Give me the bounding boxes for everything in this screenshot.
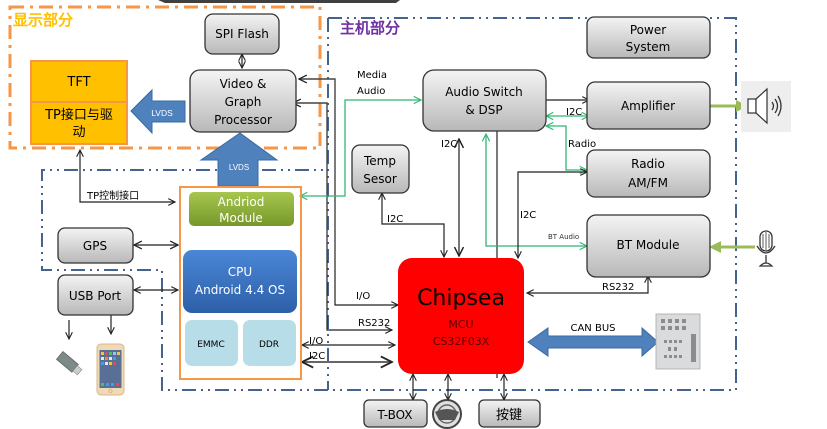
display-section-border bbox=[8, 5, 322, 150]
tft-block: TFT TP接口与驱 动 bbox=[30, 60, 128, 145]
keys-block: 按键 bbox=[478, 399, 541, 428]
cpu-label-2: Android 4.4 OS bbox=[195, 283, 285, 297]
tp-control-label: TP控制接口 bbox=[86, 189, 139, 202]
can-bus-arrow: CAN BUS bbox=[527, 323, 659, 358]
video-processor-block: Video & Graph Processor bbox=[189, 69, 297, 133]
ddr-block: DDR bbox=[243, 320, 296, 366]
spi-flash-block: SPI Flash bbox=[204, 13, 280, 55]
tbox-label: T-BOX bbox=[376, 408, 412, 422]
cpu-block: CPU Android 4.4 OS bbox=[183, 250, 297, 313]
temp-label-2: Sesor bbox=[363, 172, 397, 186]
i2c-temp-label: I2C bbox=[387, 214, 403, 225]
android-module-block: Andriod Module bbox=[189, 192, 294, 226]
i2c-amp-label: I2C bbox=[566, 107, 582, 118]
tft-label: TFT bbox=[66, 75, 90, 90]
radio-label-2: AM/FM bbox=[628, 176, 668, 190]
radio-line-label: Radio bbox=[568, 139, 596, 150]
lvds-up-arrow: LVDS bbox=[199, 132, 279, 187]
bt-audio-label: BT Audio bbox=[548, 233, 579, 241]
can-connector-icon bbox=[655, 313, 701, 370]
host-section-title: 主机部分 bbox=[340, 19, 400, 37]
radio-label-1: Radio bbox=[631, 157, 665, 171]
lvds-left-label: LVDS bbox=[151, 108, 173, 118]
bt-module-block: BT Module bbox=[586, 214, 711, 278]
line-labels: Media Audio TP控制接口 I2C Radio I2C I2C I2C… bbox=[86, 70, 634, 362]
can-bus-label: CAN BUS bbox=[570, 323, 615, 334]
tbox-block: T-BOX bbox=[363, 399, 428, 428]
speaker-icon bbox=[741, 81, 791, 132]
bt-module-label: BT Module bbox=[616, 238, 679, 252]
radio-block: Radio AM/FM bbox=[586, 149, 711, 198]
video-proc-label-3: Processor bbox=[214, 113, 272, 127]
keys-label: 按键 bbox=[496, 408, 522, 423]
ddr-label: DDR bbox=[259, 340, 279, 350]
i2c-dsp-label: I2C bbox=[441, 139, 457, 150]
audio-dsp-label-2: & DSP bbox=[465, 103, 502, 117]
power-label-2: System bbox=[626, 40, 671, 54]
lvds-left-arrow: LVDS bbox=[130, 88, 186, 135]
steering-wheel-icon bbox=[432, 399, 462, 429]
usb-drive-icon bbox=[55, 351, 83, 376]
mcu-model: CS32F03X bbox=[433, 335, 490, 348]
spi-flash-label: SPI Flash bbox=[215, 27, 269, 41]
io-2-label: I/O bbox=[309, 336, 323, 347]
audio-dsp-label-1: Audio Switch bbox=[445, 85, 523, 99]
rs232-cpu-label: RS232 bbox=[358, 318, 390, 329]
video-proc-label-1: Video & bbox=[220, 77, 267, 91]
usb-port-label: USB Port bbox=[69, 289, 122, 303]
lvds-up-label: LVDS bbox=[229, 163, 249, 172]
video-proc-label-2: Graph bbox=[225, 95, 262, 109]
display-section-title: 显示部分 bbox=[13, 11, 73, 29]
mcu-brand: Chipsea bbox=[417, 286, 505, 311]
usb-port-block: USB Port bbox=[57, 274, 134, 316]
emmc-block: EMMC bbox=[185, 320, 238, 366]
android-module-label-2: Module bbox=[219, 211, 263, 225]
cpu-label-1: CPU bbox=[228, 265, 252, 279]
tp-driver-label-1: TP接口与驱 bbox=[44, 107, 113, 123]
amplifier-label: Amplifier bbox=[621, 99, 675, 113]
mcu-type: MCU bbox=[448, 318, 473, 331]
android-module-label-1: Andriod bbox=[218, 195, 265, 209]
gps-block: GPS bbox=[57, 227, 134, 264]
i2c-ddr-label: I2C bbox=[309, 351, 325, 362]
power-label-1: Power bbox=[630, 23, 666, 37]
rs232-bt-label: RS232 bbox=[602, 282, 634, 293]
top-bar bbox=[158, 0, 400, 3]
emmc-label: EMMC bbox=[197, 340, 225, 350]
tp-driver-label-2: 动 bbox=[72, 125, 85, 140]
media-audio-label-2: Audio bbox=[357, 86, 385, 97]
phone-icon bbox=[96, 343, 125, 396]
amplifier-block: Amplifier bbox=[586, 81, 711, 130]
temp-sensor-block: Temp Sesor bbox=[351, 144, 410, 194]
host-section-border bbox=[41, 17, 737, 391]
temp-label-1: Temp bbox=[363, 154, 396, 168]
android-container bbox=[179, 186, 302, 380]
io-1-label: I/O bbox=[356, 291, 370, 302]
mcu-block: Chipsea MCU CS32F03X bbox=[398, 258, 524, 374]
i2c-radio-label: I2C bbox=[520, 210, 536, 221]
microphone-icon bbox=[756, 230, 776, 267]
audio-dsp-block: Audio Switch & DSP bbox=[422, 69, 547, 132]
gps-label: GPS bbox=[83, 239, 107, 253]
power-system-block: Power System bbox=[586, 16, 711, 59]
media-audio-label-1: Media bbox=[357, 70, 387, 81]
